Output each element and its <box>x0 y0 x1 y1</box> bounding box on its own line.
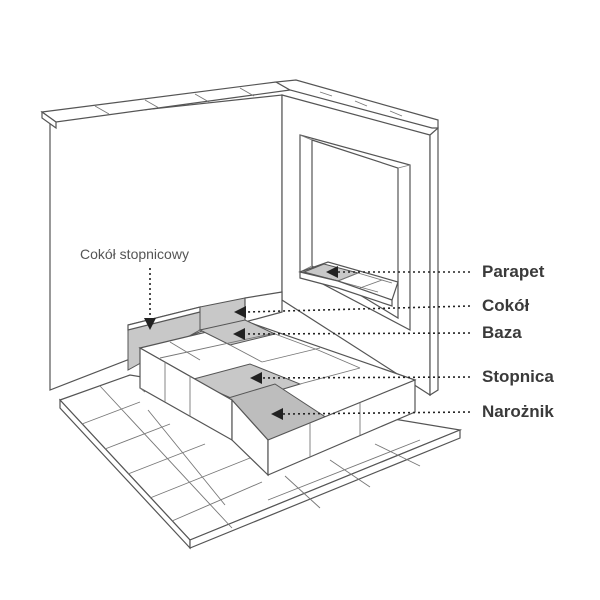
platform-step <box>138 319 417 477</box>
arrow-cokol <box>245 305 471 313</box>
label-cokol: Cokół <box>482 296 530 315</box>
label-baza: Baza <box>482 323 522 342</box>
arrows <box>144 266 471 420</box>
arrow-naroznik <box>282 411 471 415</box>
label-parapet: Parapet <box>482 262 545 281</box>
label-naroznik: Narożnik <box>482 402 554 421</box>
label-stopnica: Stopnica <box>482 367 554 386</box>
plinth-strip <box>127 291 283 371</box>
label-cokol-stopnicowy: Cokół stopnicowy <box>80 246 189 262</box>
